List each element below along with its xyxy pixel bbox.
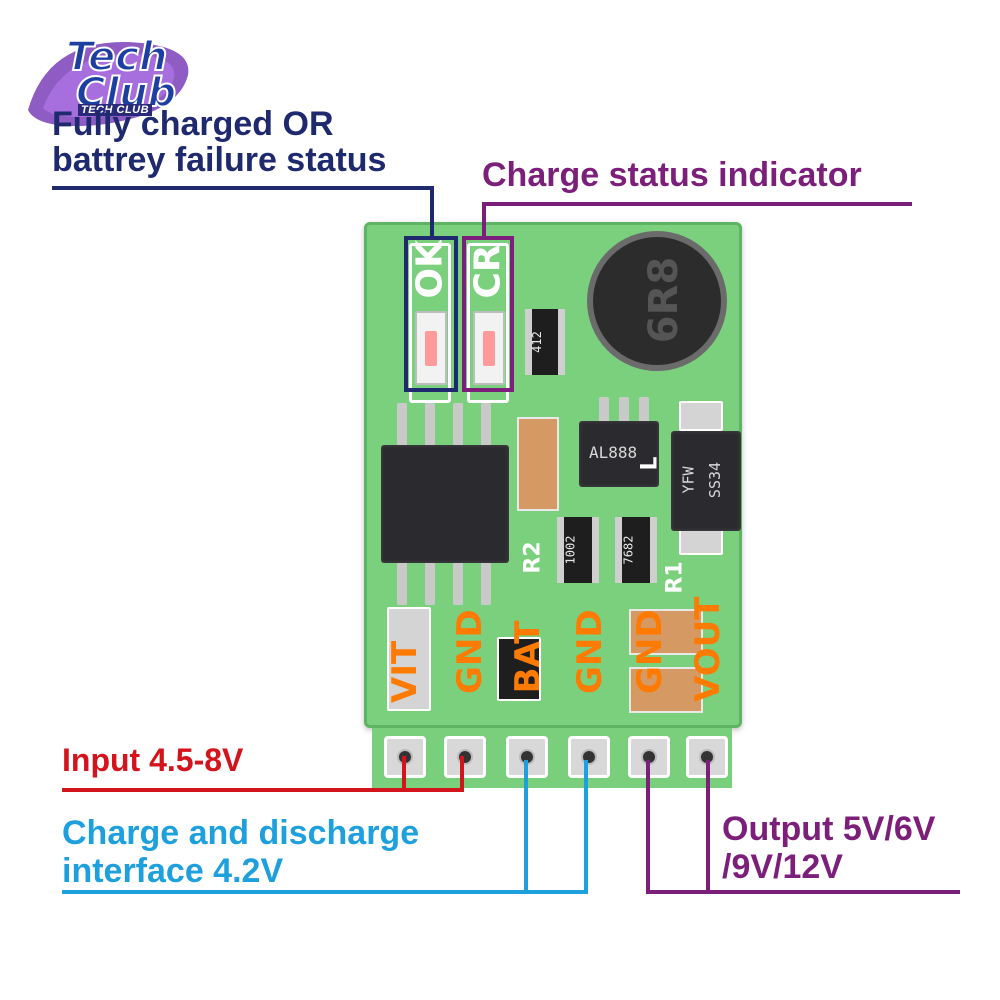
schottky-diode: YFW SS34: [671, 431, 741, 531]
logo-subtitle: TECH CLUB: [78, 104, 153, 116]
fully-charged-line2: battrey failure status: [52, 141, 387, 179]
cr-callout-line: [482, 202, 912, 236]
ic-leg: [481, 555, 491, 605]
pin-hole-gnd-2: [568, 736, 610, 778]
charge-interface-line2: interface 4.2V: [62, 852, 284, 890]
al888-leg: [639, 397, 649, 427]
al888-chip: AL888: [579, 421, 659, 487]
ic-leg: [481, 403, 491, 453]
pcb-board: OK CR 412 6R8 AL888 YFW SS34 L 1002 7682…: [364, 222, 742, 728]
fully-charged-label: Fully charged OR battrey failure status: [52, 106, 386, 178]
cr-led: [473, 311, 505, 385]
cr-highlight-box: [462, 236, 514, 392]
ok-highlight-box: [404, 236, 458, 392]
tech-club-logo: Tech Club TECH CLUB: [18, 30, 208, 140]
charge-status-label: Charge status indicator: [482, 156, 862, 194]
input-callout-line: [62, 756, 464, 792]
pin-hole-vout: [686, 736, 728, 778]
ok-silk-box: [409, 243, 451, 403]
charge-interface-line1: Charge and discharge: [62, 814, 420, 852]
al888-leg: [619, 397, 629, 427]
ic-leg: [425, 403, 435, 453]
input-label: Input 4.5-8V: [62, 742, 244, 778]
al888-label: AL888: [589, 443, 638, 462]
pad-vit: [387, 607, 431, 711]
output-line2: /9V/12V: [722, 848, 843, 886]
capacitor: [517, 417, 559, 511]
output-label: Output 5V/6V /9V/12V: [722, 810, 935, 886]
ic-leg: [397, 403, 407, 453]
diode-pad-top: [679, 401, 723, 431]
cr-silk-box: [467, 243, 509, 403]
ok-led: [415, 311, 447, 385]
charge-interface-label: Charge and discharge interface 4.2V: [62, 814, 419, 890]
resistor-7682: 7682: [615, 517, 657, 583]
resistor-412: 412: [525, 309, 565, 375]
ic-leg: [453, 403, 463, 453]
ic-leg: [425, 555, 435, 605]
al888-leg: [599, 397, 609, 427]
ok-callout-line: [52, 186, 434, 236]
inductor: 6R8: [587, 231, 727, 371]
logo-word-tech: Tech: [65, 33, 168, 81]
output-cap-2: [629, 667, 703, 713]
output-line1: Output 5V/6V: [722, 810, 936, 848]
output-cap-1: [629, 609, 703, 655]
ic-leg: [397, 555, 407, 605]
ic-leg: [453, 555, 463, 605]
pad-bat-component: [497, 637, 541, 701]
charger-ic: [381, 445, 509, 563]
fully-charged-line1: Fully charged OR: [52, 105, 334, 143]
charge-callout-line: [62, 760, 588, 894]
resistor-1002: 1002: [557, 517, 599, 583]
output-callout-line: [646, 760, 960, 894]
